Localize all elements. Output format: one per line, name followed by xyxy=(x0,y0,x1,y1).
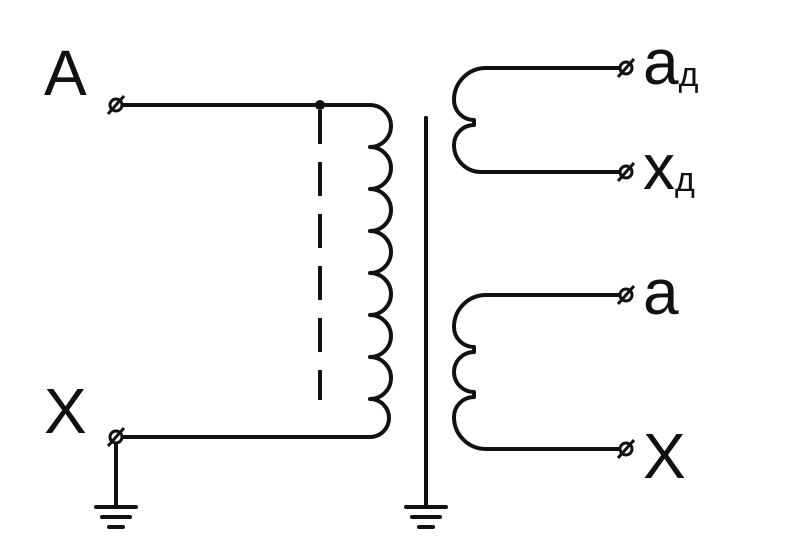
label-secondary-bottom: X xyxy=(643,420,686,492)
secondary-winding xyxy=(452,293,622,451)
label-aux-bottom: xд xyxy=(643,131,695,203)
primary-coil xyxy=(368,103,393,439)
terminal-icon xyxy=(616,162,636,182)
terminal-icon xyxy=(106,427,126,447)
label-primary-bottom: X xyxy=(44,375,87,447)
junction-dot xyxy=(315,100,325,110)
terminal-icon xyxy=(616,58,636,78)
ground-icon xyxy=(94,505,138,529)
auxiliary-winding xyxy=(452,66,622,174)
terminal-icon xyxy=(616,285,636,305)
terminal-icon xyxy=(106,95,126,115)
label-secondary-top: a xyxy=(643,256,679,328)
label-primary-top: A xyxy=(44,37,87,109)
ground-icon xyxy=(404,505,448,529)
label-aux-top: aд xyxy=(643,26,699,98)
terminal-icon xyxy=(616,439,636,459)
